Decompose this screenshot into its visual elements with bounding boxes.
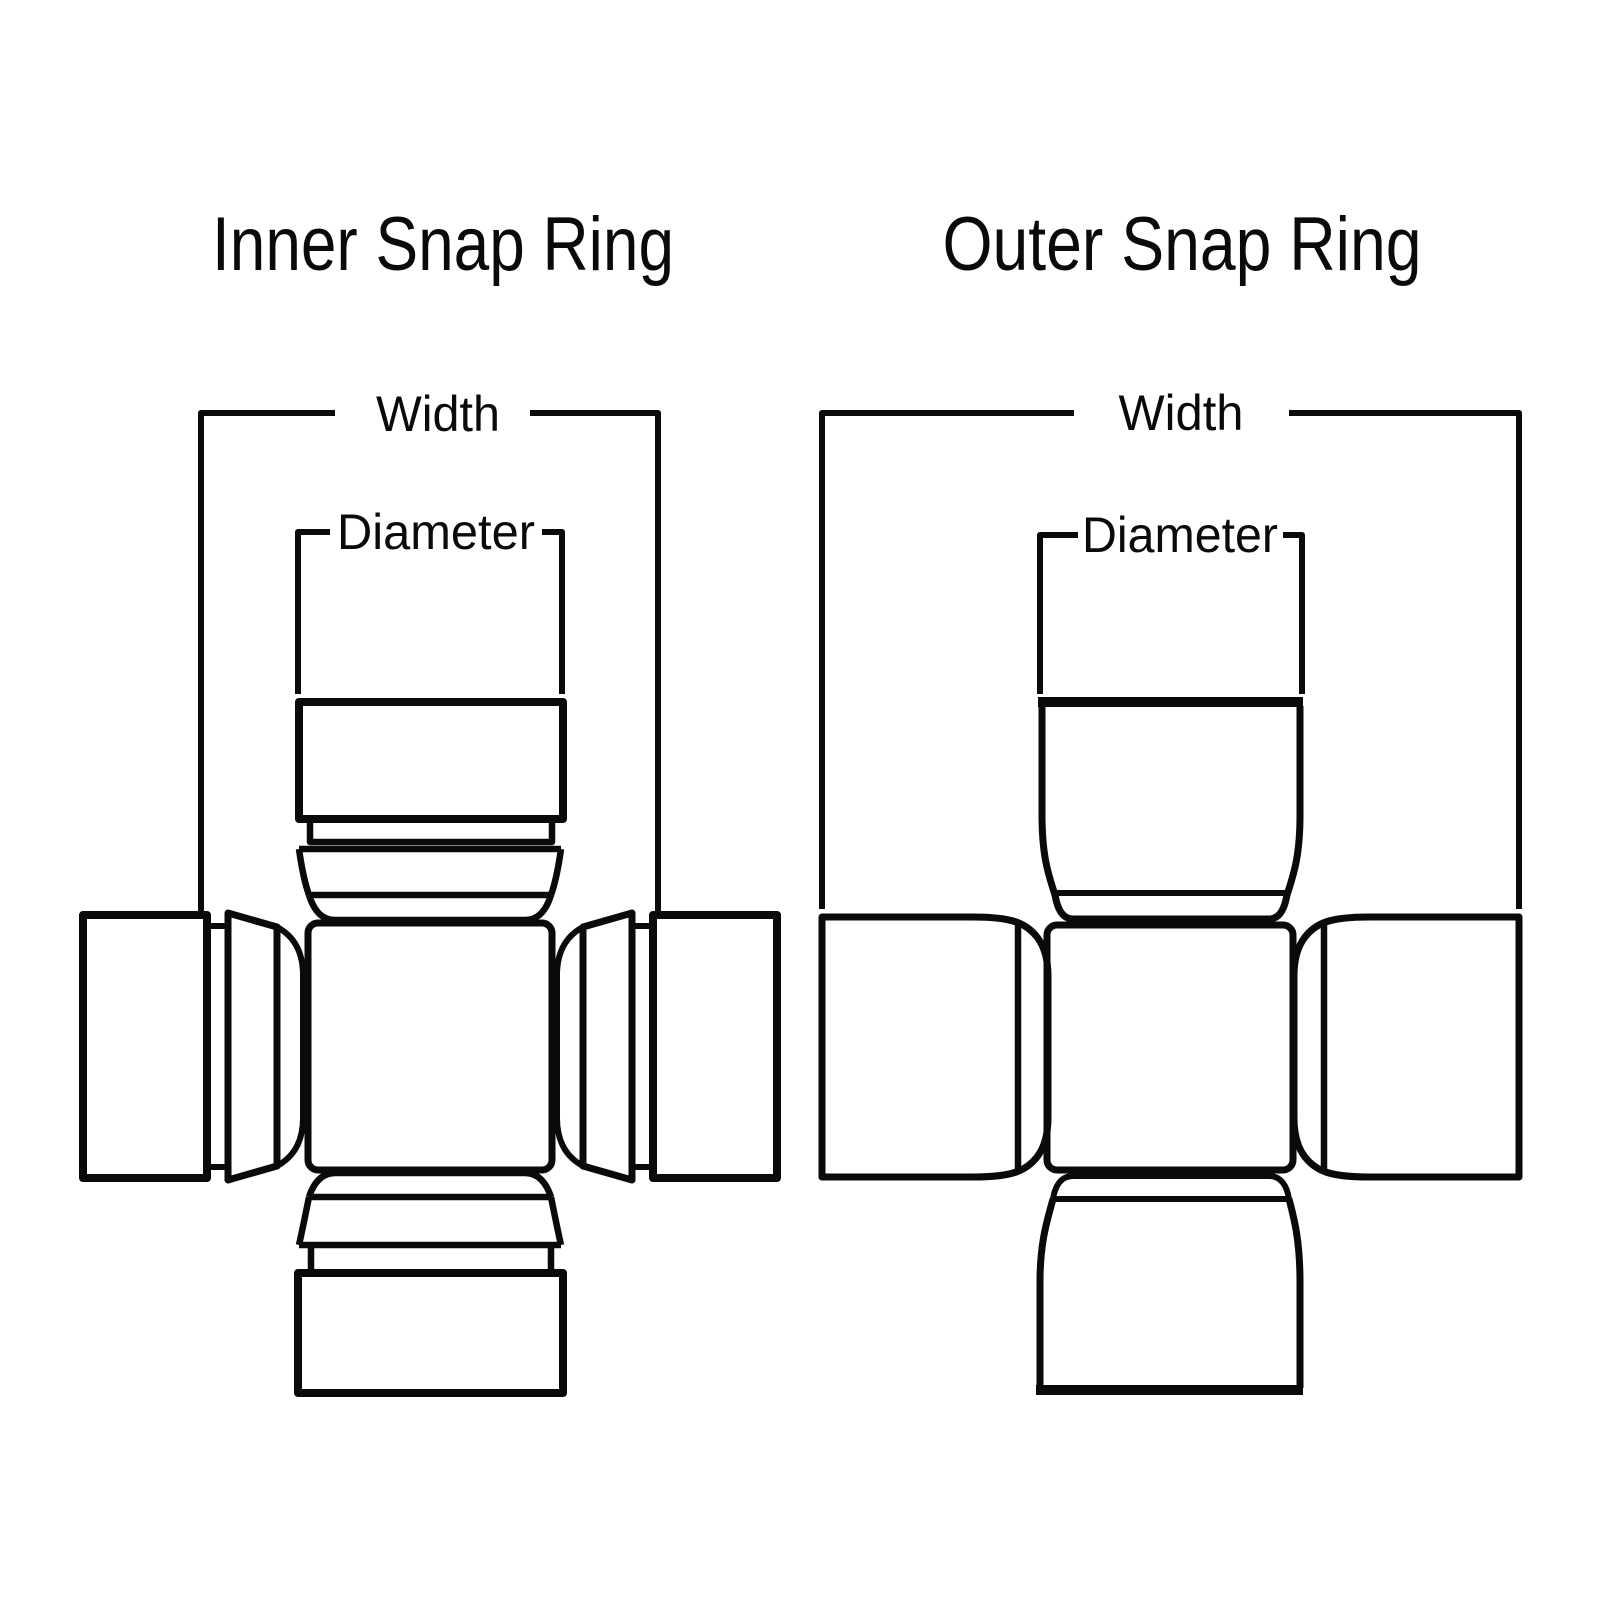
inner-right-snap-ring xyxy=(579,909,636,1184)
outer-bottom-bearing-cap xyxy=(1036,1198,1304,1388)
inner-top-trunnion-neck xyxy=(306,819,556,846)
outer-width-bracket xyxy=(819,410,1522,909)
outer-diameter-bracket xyxy=(1037,532,1305,694)
inner-diagram-title: Inner Snap Ring xyxy=(212,202,674,287)
outer-diagram-title: Outer Snap Ring xyxy=(943,202,1422,287)
inner-top-snap-ring xyxy=(295,845,565,899)
outer-width-label: Width xyxy=(1119,385,1244,441)
inner-left-bearing-cap xyxy=(79,911,211,1182)
inner-diameter-label: Diameter xyxy=(337,504,535,560)
outer-center-body xyxy=(1043,921,1297,1174)
inner-left-fillet xyxy=(275,924,306,1169)
outer-diameter-dimension: Diameter xyxy=(1037,507,1305,694)
outer-bottom-shoulder-dome xyxy=(1050,1173,1292,1202)
outer-right-bearing-cap xyxy=(1290,913,1523,1181)
inner-width-bracket xyxy=(198,410,661,913)
outer-width-dimension: Width xyxy=(819,385,1522,909)
inner-right-bearing-cap xyxy=(649,911,781,1182)
inner-right-fillet xyxy=(554,924,585,1169)
outer-diameter-label: Diameter xyxy=(1082,507,1278,563)
inner-bottom-snap-ring xyxy=(295,1196,565,1249)
inner-diameter-bracket xyxy=(295,529,565,694)
outer-top-bearing-cap xyxy=(1038,706,1304,923)
inner-top-bearing-cap xyxy=(295,698,567,823)
outer-left-bearing-cap xyxy=(818,913,1052,1181)
outer-snap-ring-diagram: Outer Snap Ring Width Diameter xyxy=(818,202,1523,1395)
inner-diameter-dimension: Diameter xyxy=(295,504,565,694)
inner-bottom-shoulder-dome xyxy=(305,1169,555,1201)
inner-top-shoulder-dome xyxy=(305,893,555,924)
inner-center-body xyxy=(304,919,556,1174)
inner-width-label: Width xyxy=(376,386,500,442)
inner-snap-ring-diagram: Inner Snap Ring Width Diameter xyxy=(79,202,781,1397)
inner-width-dimension: Width xyxy=(198,386,661,913)
inner-bottom-bearing-cap xyxy=(294,1269,567,1397)
inner-left-snap-ring xyxy=(224,909,281,1184)
